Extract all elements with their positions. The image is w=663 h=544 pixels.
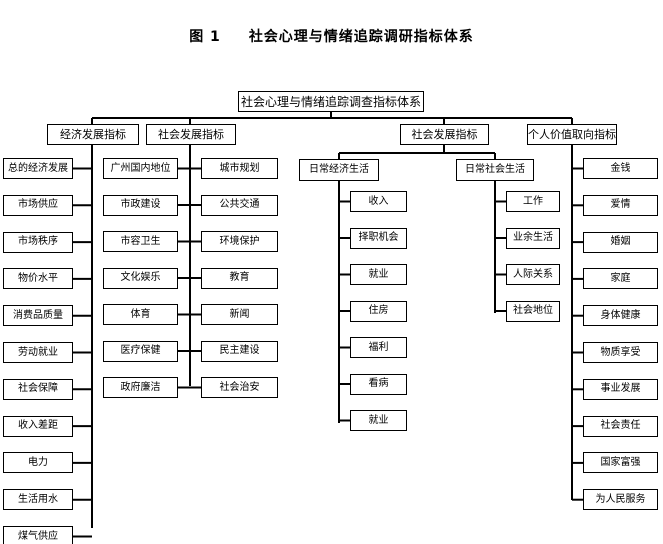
- economy-item: 市场供应: [3, 194, 73, 216]
- personal-value-item: 婚姻: [583, 231, 658, 253]
- social-item-col2: 新闻: [201, 304, 278, 325]
- social-item-col2: 城市规划: [201, 158, 278, 179]
- economy-item: 总的经济发展: [3, 158, 73, 179]
- daily-economic-item: 就业: [350, 264, 407, 285]
- social-item-col1: 政府廉洁: [103, 377, 178, 398]
- personal-value-item: 社会责任: [583, 415, 658, 437]
- social-item-col2: 民主建设: [201, 340, 278, 362]
- personal-value-item: 金钱: [583, 158, 658, 179]
- social-item-col1: 市容卫生: [103, 231, 178, 252]
- economy-item: 劳动就业: [3, 342, 73, 363]
- social-indicators-node-a: 社会发展指标: [146, 124, 236, 145]
- social-item-col2: 公共交通: [201, 194, 278, 216]
- figure-number: 图 1: [189, 29, 221, 45]
- social-item-col1: 市政建设: [103, 194, 178, 216]
- personal-value-item: 家庭: [583, 268, 658, 290]
- personal-value-item: 爱情: [583, 194, 658, 216]
- daily-social-life-node: 日常社会生活: [456, 159, 534, 181]
- personal-value-item: 事业发展: [583, 378, 658, 400]
- daily-social-item: 人际关系: [506, 264, 560, 285]
- daily-economic-item: 看病: [350, 373, 407, 395]
- personal-value-item: 身体健康: [583, 305, 658, 327]
- social-item-col2: 社会治安: [201, 377, 278, 398]
- personal-values-node: 个人价值取向指标: [527, 124, 617, 145]
- personal-value-item: 物质享受: [583, 342, 658, 363]
- economy-item: 煤气供应: [3, 526, 73, 544]
- economy-indicators-node: 经济发展指标: [47, 124, 139, 145]
- daily-social-item: 工作: [506, 191, 560, 212]
- daily-economic-item: 择职机会: [350, 227, 407, 249]
- economy-item: 收入差距: [3, 415, 73, 437]
- economy-item: 消费品质量: [3, 305, 73, 327]
- daily-economic-item: 就业: [350, 410, 407, 431]
- economy-item: 社会保障: [3, 378, 73, 400]
- social-item-col1: 体育: [103, 304, 178, 325]
- daily-economic-life-node: 日常经济生活: [299, 159, 379, 181]
- social-item-col1: 文化娱乐: [103, 267, 178, 289]
- daily-economic-item: 住房: [350, 300, 407, 322]
- economy-item: 市场秩序: [3, 231, 73, 253]
- personal-value-item: 国家富强: [583, 452, 658, 474]
- figure-title: 社会心理与情绪追踪调研指标体系: [248, 29, 474, 45]
- social-item-col2: 教育: [201, 267, 278, 289]
- social-item-col1: 广州国内地位: [103, 158, 178, 179]
- economy-item: 物价水平: [3, 268, 73, 290]
- economy-item: 电力: [3, 452, 73, 474]
- daily-economic-item: 福利: [350, 337, 407, 358]
- economy-item: 生活用水: [3, 489, 73, 511]
- daily-social-item: 社会地位: [506, 300, 560, 322]
- daily-social-item: 业余生活: [506, 227, 560, 249]
- social-item-col2: 环境保护: [201, 231, 278, 252]
- social-indicators-node-b: 社会发展指标: [400, 124, 489, 145]
- root-node: 社会心理与情绪追踪调查指标体系: [238, 91, 424, 112]
- daily-economic-item: 收入: [350, 191, 407, 212]
- figure-caption: 图 1 社会心理与情绪追踪调研指标体系: [0, 26, 663, 46]
- social-item-col1: 医疗保健: [103, 340, 178, 362]
- personal-value-item: 为人民服务: [583, 489, 658, 511]
